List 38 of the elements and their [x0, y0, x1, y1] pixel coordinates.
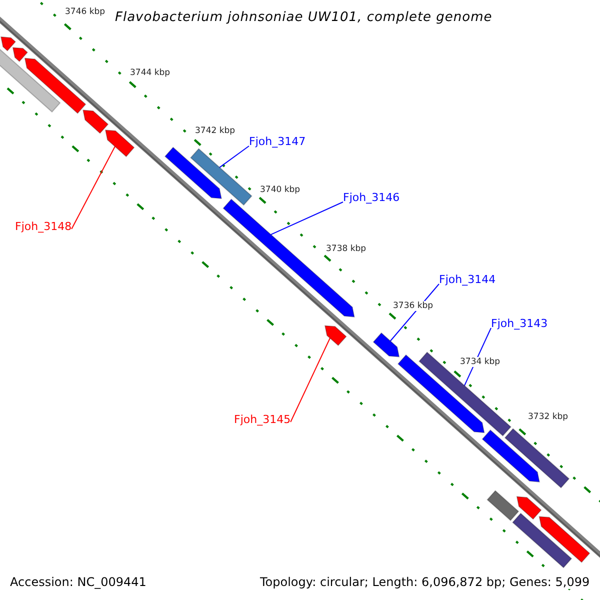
gene-label: Fjoh_3147 — [249, 135, 306, 148]
scale-label: 3732 kbp — [528, 412, 568, 422]
gene-feature — [82, 110, 109, 134]
gene-feature — [372, 332, 400, 358]
gene-feature — [516, 496, 542, 520]
gene-feature — [538, 516, 590, 563]
gene-feature — [418, 352, 512, 436]
leader-line — [290, 338, 330, 422]
scale-label: 3736 kbp — [393, 301, 434, 311]
gene-label: Fjoh_3144 — [439, 273, 496, 286]
gene-feature — [0, 36, 16, 52]
leader-line — [71, 146, 116, 230]
gene-label: Fjoh_3145 — [234, 413, 291, 426]
scale-label: 3738 kbp — [326, 244, 366, 254]
gene-feature — [486, 490, 520, 522]
accession-text: Accession: NC_009441 — [10, 575, 146, 589]
gene-feature — [504, 428, 570, 488]
gene-feature — [104, 130, 135, 158]
gene-feature — [164, 146, 222, 200]
gene-feature — [324, 325, 347, 346]
gene-feature — [24, 58, 86, 114]
gene-label: Fjoh_3146 — [343, 191, 400, 204]
scale-label: 3740 kbp — [260, 185, 300, 195]
gene-feature — [397, 354, 485, 434]
scale-label: 3746 kbp — [65, 7, 106, 17]
gene-label: Fjoh_3143 — [491, 317, 548, 330]
genome-title: Flavobacterium johnsoniae UW101, complete genome — [115, 10, 492, 25]
gene-feature — [190, 148, 252, 206]
scale-label: 3744 kbp — [130, 68, 170, 78]
genome-summary-text: Topology: circular; Length: 6,096,872 bp; Genes: 5,099 — [260, 575, 590, 589]
leader-line — [219, 146, 250, 168]
scale-label: 3734 kbp — [460, 357, 500, 367]
gene-feature — [482, 429, 540, 482]
scale-label: 3742 kbp — [195, 126, 236, 136]
gene-label: Fjoh_3148 — [15, 220, 72, 233]
leader-line — [270, 202, 344, 236]
gene-feature — [512, 512, 572, 568]
gene-feature — [12, 47, 28, 62]
